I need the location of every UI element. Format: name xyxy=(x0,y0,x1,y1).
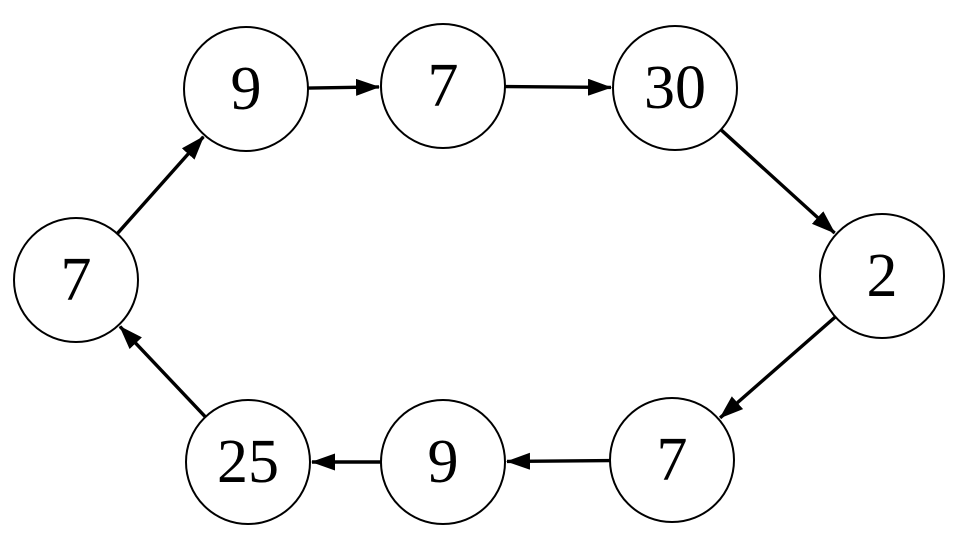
node-circle xyxy=(609,397,735,523)
edge-right-2-to-bottom-right-7 xyxy=(719,315,837,420)
node-label: 7 xyxy=(61,246,92,314)
node-circle xyxy=(819,213,945,339)
graph-node-bottom-middle-9: 9 xyxy=(380,399,506,525)
graph-node-left-7: 7 xyxy=(13,217,139,343)
node-circle xyxy=(183,26,309,152)
node-label: 7 xyxy=(428,52,459,120)
edge-top-middle-7-to-top-right-30 xyxy=(504,78,613,96)
node-label: 25 xyxy=(217,428,279,496)
node-label: 9 xyxy=(428,428,459,496)
node-circle xyxy=(380,23,506,149)
node-circle xyxy=(612,25,738,151)
nodes-layer: 7 9 7 30 2 7 9 25 xyxy=(13,23,945,525)
graph-node-bottom-right-7: 7 xyxy=(609,397,735,523)
edge-top-left-9-to-top-middle-7 xyxy=(307,78,381,96)
graph-node-top-middle-7: 7 xyxy=(380,23,506,149)
graph-node-top-left-9: 9 xyxy=(183,26,309,152)
node-circle xyxy=(13,217,139,343)
graph-node-right-2: 2 xyxy=(819,213,945,339)
edge-left-7-to-top-left-9 xyxy=(115,135,205,235)
node-label: 7 xyxy=(657,426,688,494)
edges-layer xyxy=(115,78,837,471)
edge-top-right-30-to-right-2 xyxy=(719,128,836,235)
node-label: 9 xyxy=(231,55,262,123)
node-circle xyxy=(185,399,311,525)
node-circle xyxy=(380,399,506,525)
graph-node-top-right-30: 30 xyxy=(612,25,738,151)
edge-bottom-right-7-to-bottom-middle-9 xyxy=(505,452,611,470)
graph-node-bottom-left-25: 25 xyxy=(185,399,311,525)
node-label: 2 xyxy=(867,242,898,310)
node-label: 30 xyxy=(644,54,706,122)
edge-bottom-left-25-to-left-7 xyxy=(118,325,207,419)
